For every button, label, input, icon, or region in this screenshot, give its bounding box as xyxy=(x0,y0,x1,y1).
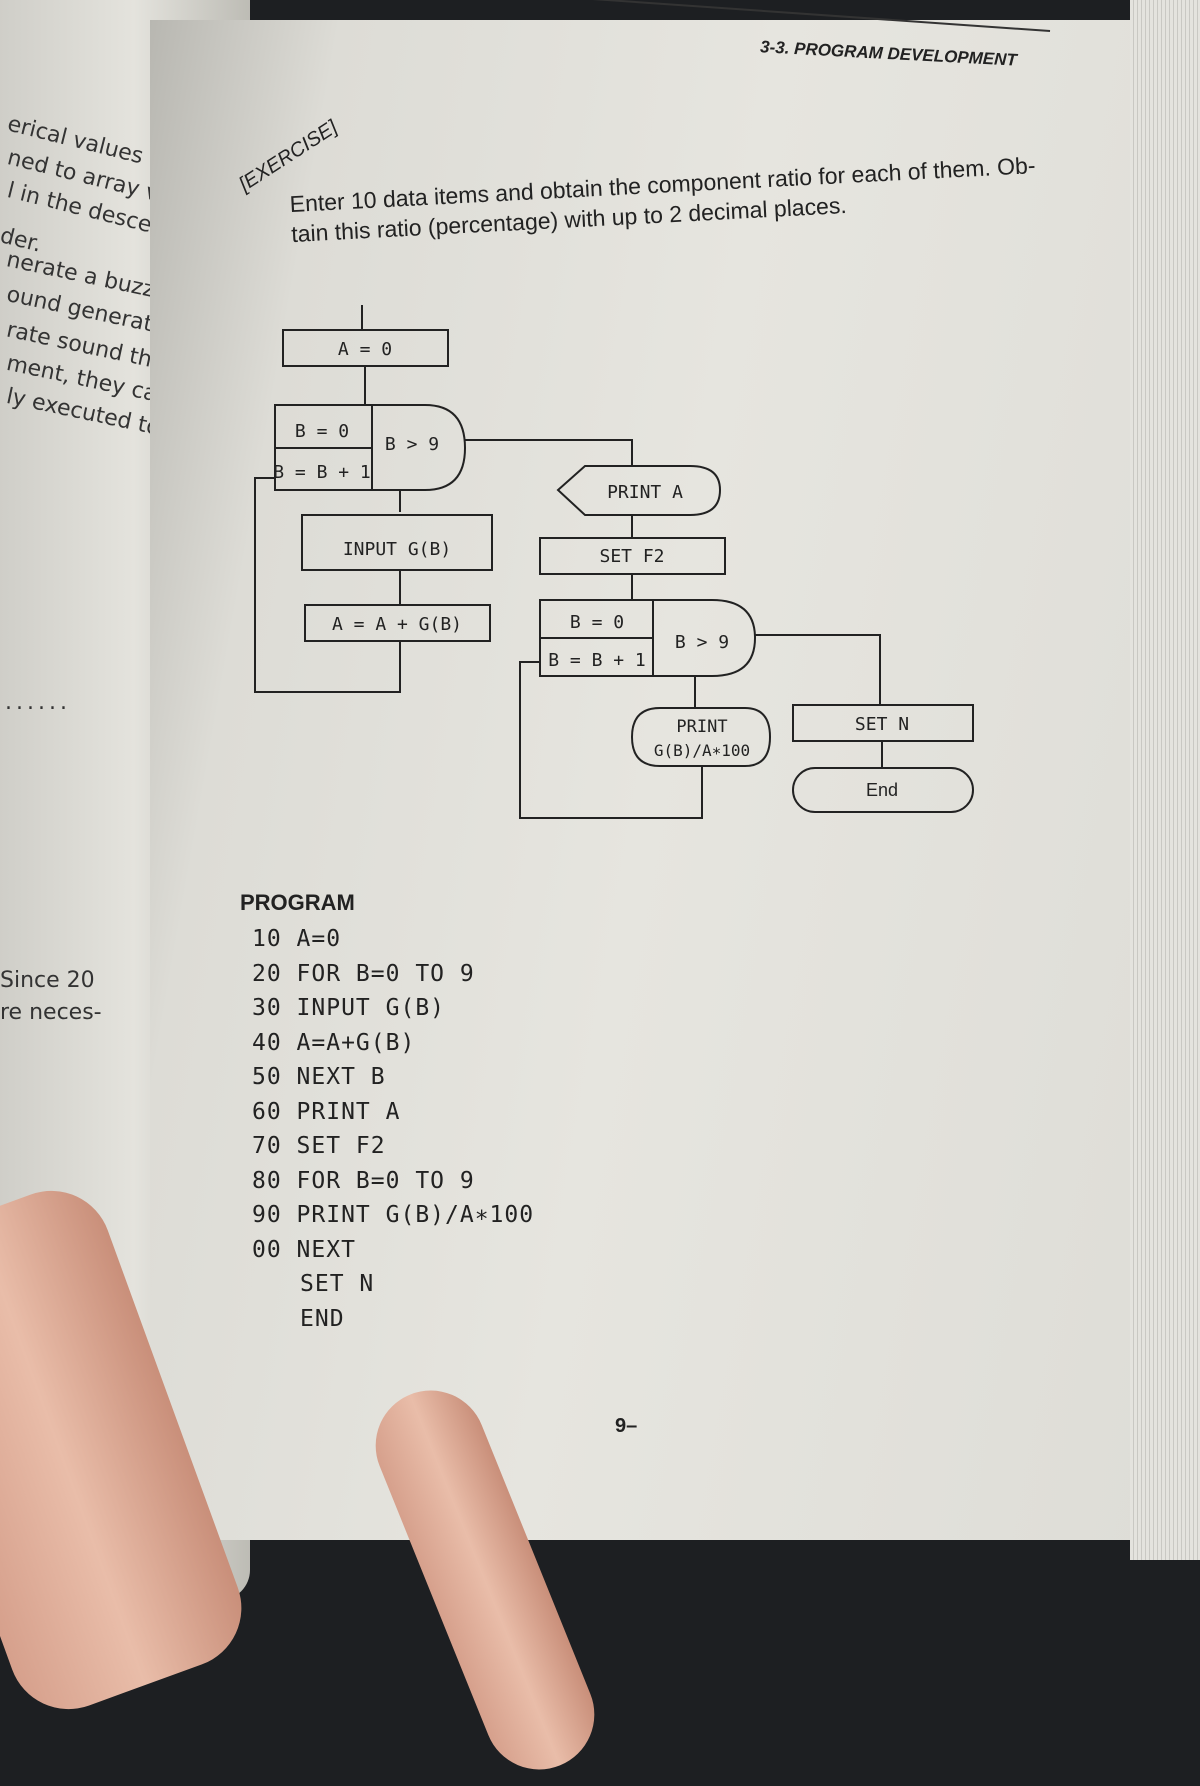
program-line: 80 FOR B=0 TO 9 xyxy=(252,1167,475,1194)
b-inc-label: B = B + 1 xyxy=(273,462,371,483)
b-init2-label: B = 0 xyxy=(570,612,624,633)
loop-box-1 xyxy=(274,404,467,491)
left-text-line: Since 20 xyxy=(0,968,95,993)
print-ratio-label-2: G(B)/A∗100 xyxy=(654,741,750,760)
page-number: 9– xyxy=(615,1415,638,1437)
set-f2-label: SET F2 xyxy=(599,546,664,567)
print-a-label: PRINT A xyxy=(607,482,683,503)
print-ratio-label-1: PRINT xyxy=(676,717,727,737)
loop-back-1 xyxy=(254,477,401,693)
program-listing: PROGRAM 10 A=0 20 FOR B=0 TO 9 30 INPUT … xyxy=(240,890,534,1336)
display-print-a xyxy=(556,465,722,516)
terminal-end xyxy=(792,767,974,813)
input-label: INPUT G(B) xyxy=(343,539,451,560)
flowchart: A = 0 B = 0 B = B + 1 B > 9 INPUT G(B) A… xyxy=(254,305,974,819)
left-dots: ...... xyxy=(5,690,71,715)
program-line: 60 PRINT A xyxy=(252,1098,401,1125)
loop-back-2 xyxy=(519,661,703,819)
accumulate-label: A = A + G(B) xyxy=(332,614,462,635)
b-cond-label: B > 9 xyxy=(385,434,439,455)
exit-line-1 xyxy=(465,439,633,465)
right-page xyxy=(150,20,1150,1540)
page-edges xyxy=(1130,0,1200,1560)
set-n-label: SET N xyxy=(855,714,909,735)
program-line: 50 NEXT B xyxy=(252,1064,386,1090)
a-init-label: A = 0 xyxy=(338,339,392,360)
program-line: 40 A=A+G(B) xyxy=(252,1029,416,1056)
b-inc2-label: B = B + 1 xyxy=(548,650,646,671)
program-line: 00 NEXT xyxy=(252,1236,356,1263)
display-print-ratio xyxy=(630,707,772,767)
b-cond2-label: B > 9 xyxy=(675,632,729,653)
left-text-line: re neces- xyxy=(0,1000,102,1025)
program-line: 90 PRINT G(B)/A∗100 xyxy=(252,1202,535,1228)
program-title: PROGRAM xyxy=(240,890,355,915)
program-line: 10 A=0 xyxy=(252,926,342,952)
program-line: 30 INPUT G(B) xyxy=(252,995,446,1021)
b-init-label: B = 0 xyxy=(295,421,349,442)
end-label: End xyxy=(866,780,898,800)
box-accumulate xyxy=(304,604,491,642)
program-line: END xyxy=(300,1305,345,1332)
box-input xyxy=(301,514,493,571)
program-line: 70 SET F2 xyxy=(252,1133,386,1159)
program-line: SET N xyxy=(300,1271,375,1297)
exit-line-2 xyxy=(755,634,881,705)
loop-box-2 xyxy=(539,599,757,677)
program-line: 20 FOR B=0 TO 9 xyxy=(252,960,475,987)
